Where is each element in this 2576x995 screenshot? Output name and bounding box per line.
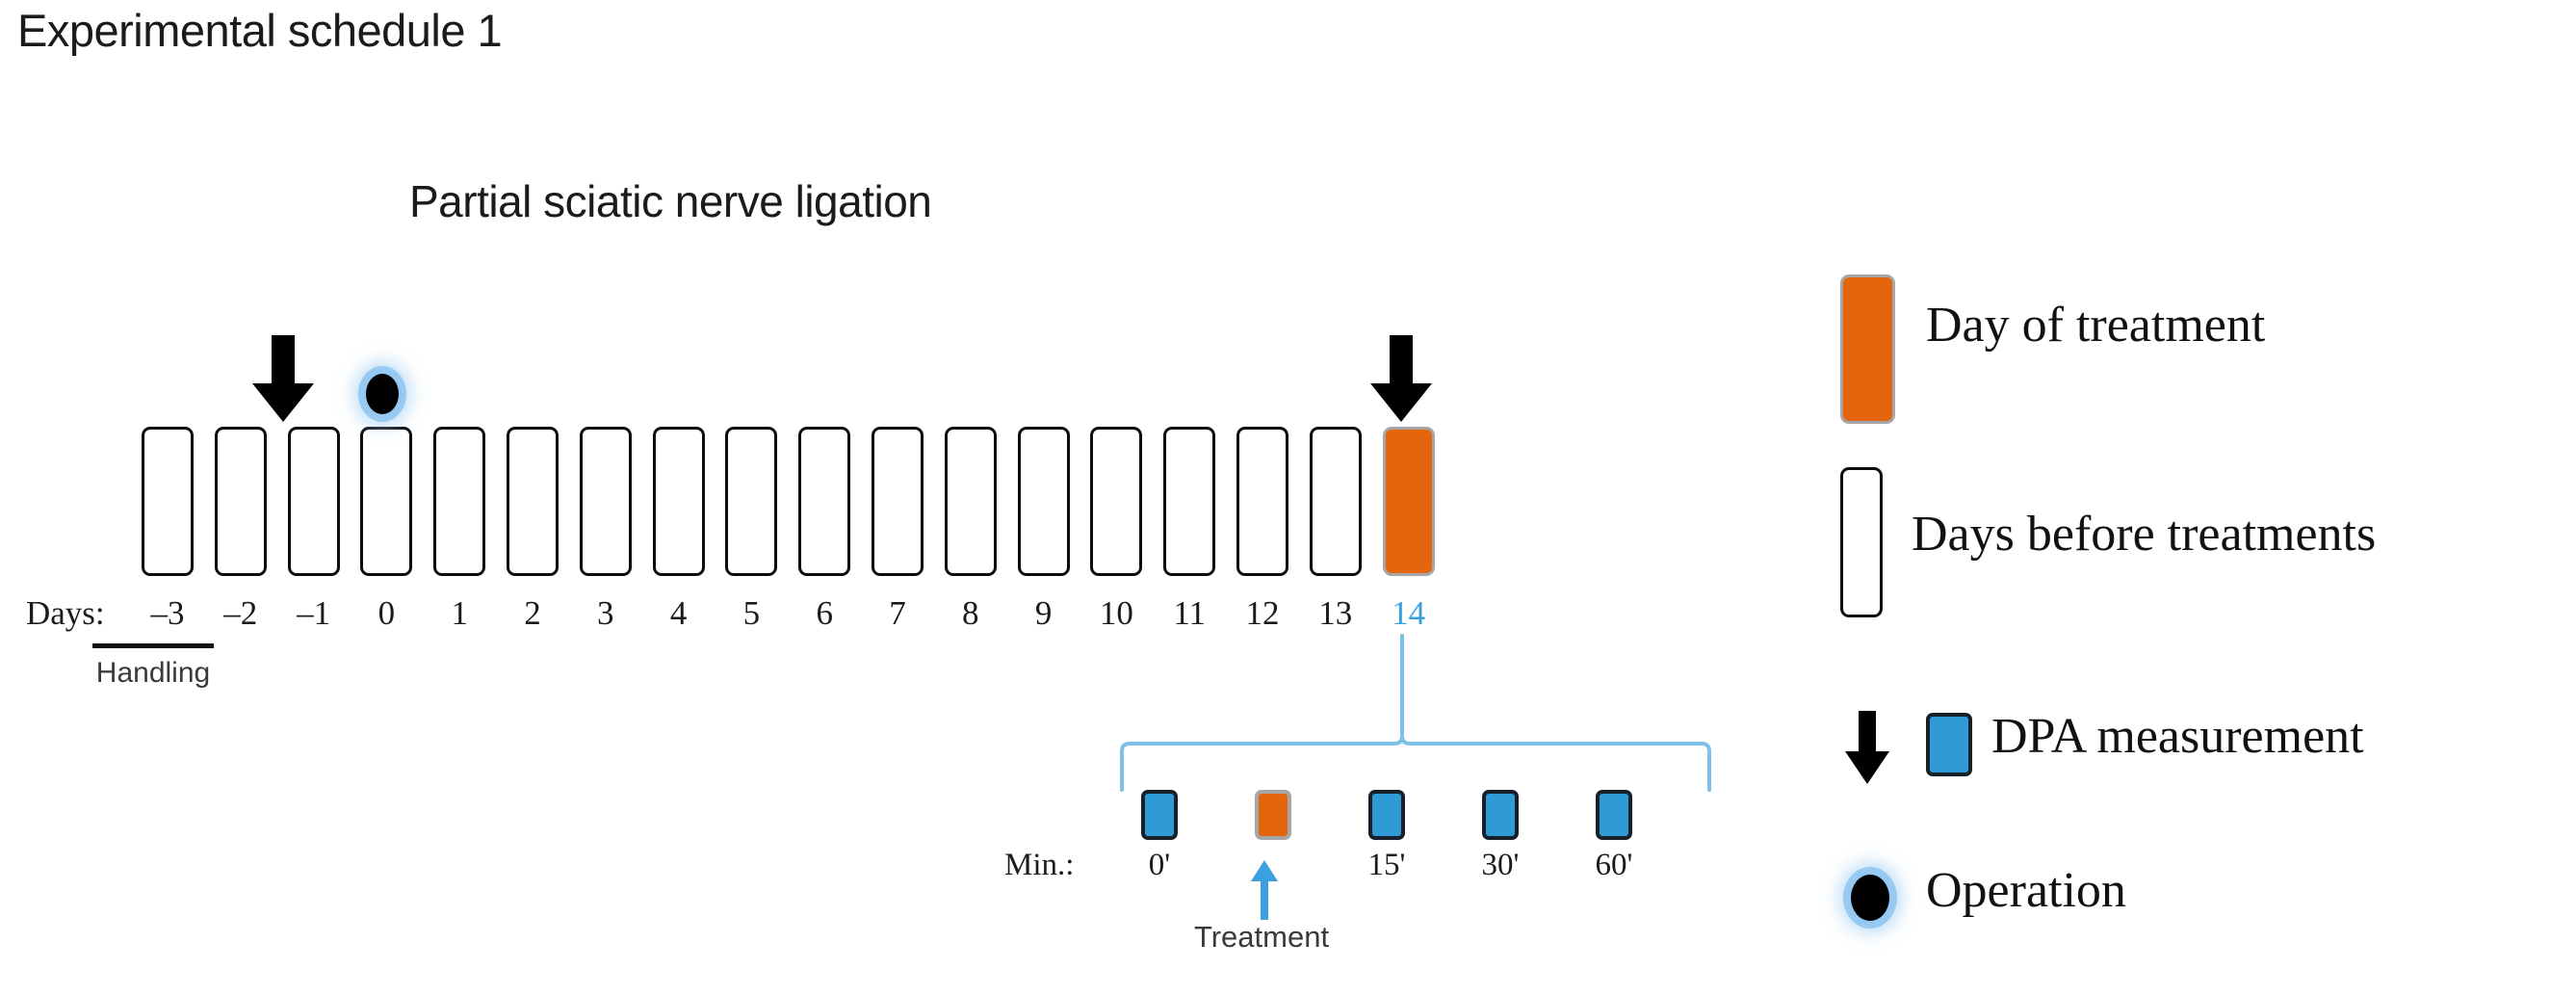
day-label: 4 bbox=[669, 594, 688, 632]
day-box bbox=[944, 427, 997, 576]
day-label: 5 bbox=[742, 594, 761, 632]
day-box bbox=[287, 427, 340, 576]
legend-label-day-of-treatment: Day of treatment bbox=[1926, 298, 2266, 353]
day-label: 8 bbox=[962, 594, 979, 632]
legend-swatch-days-before-treatments bbox=[1840, 467, 1883, 617]
day-box bbox=[652, 427, 705, 576]
minute-label: 60' bbox=[1595, 848, 1633, 882]
day-label: 1 bbox=[451, 594, 468, 632]
day-box bbox=[433, 427, 486, 576]
day-box bbox=[579, 427, 632, 576]
day-label: 10 bbox=[1099, 594, 1133, 632]
day-label: 3 bbox=[597, 594, 614, 632]
day-label: 11 bbox=[1173, 594, 1207, 632]
day-label: 14 bbox=[1392, 594, 1426, 632]
minutes-caption: Min.: bbox=[1004, 848, 1075, 882]
page-title: Experimental schedule 1 bbox=[17, 5, 503, 56]
legend-dot-operation bbox=[1851, 875, 1889, 921]
day-label: 2 bbox=[524, 594, 541, 632]
treatment-up-arrow bbox=[1249, 860, 1280, 920]
day-label: 7 bbox=[889, 594, 906, 632]
figure-subtitle: Partial sciatic nerve ligation bbox=[409, 176, 932, 226]
minute-box-dpa bbox=[1368, 790, 1405, 840]
minute-box-dpa bbox=[1141, 790, 1178, 840]
minute-label: 30' bbox=[1481, 848, 1520, 882]
legend-label-operation: Operation bbox=[1926, 863, 2126, 918]
day-label: 13 bbox=[1318, 594, 1353, 632]
day-box bbox=[1090, 427, 1143, 576]
days-caption: Days: bbox=[26, 594, 105, 632]
legend-swatch-dpa-measurement bbox=[1926, 713, 1972, 776]
minute-box-dpa bbox=[1482, 790, 1519, 840]
dpa-arrow-day-14 bbox=[1366, 335, 1436, 424]
day14-to-minutes-bracket bbox=[1117, 634, 1714, 792]
dpa-arrow-day-minus1 bbox=[248, 335, 318, 424]
day-box bbox=[214, 427, 267, 576]
day-label: 6 bbox=[816, 594, 833, 632]
day-label: 0 bbox=[377, 594, 396, 632]
legend-arrow-icon bbox=[1842, 711, 1892, 786]
day-box bbox=[872, 427, 924, 576]
legend-label-dpa-measurement: DPA measurement bbox=[1991, 709, 2364, 764]
treatment-label: Treatment bbox=[1193, 920, 1330, 954]
day-box bbox=[725, 427, 778, 576]
day-label: 12 bbox=[1245, 594, 1280, 632]
day-box-treatment bbox=[1382, 427, 1435, 576]
day-label: –1 bbox=[297, 594, 331, 632]
day-box bbox=[1236, 427, 1288, 576]
minute-box-treatment bbox=[1255, 790, 1291, 840]
day-label: –3 bbox=[150, 594, 185, 632]
day-box bbox=[507, 427, 559, 576]
legend-swatch-day-of-treatment bbox=[1840, 275, 1895, 424]
handling-label: Handling bbox=[95, 657, 211, 689]
day-label: 9 bbox=[1034, 594, 1053, 632]
operation-dot-day-0 bbox=[366, 374, 399, 414]
day-box bbox=[798, 427, 851, 576]
minute-label: 0' bbox=[1148, 848, 1171, 882]
minute-box-dpa bbox=[1596, 790, 1632, 840]
day-label: –2 bbox=[223, 594, 258, 632]
handling-underline bbox=[92, 643, 214, 648]
day-box bbox=[1309, 427, 1362, 576]
minute-label: 15' bbox=[1367, 848, 1406, 882]
day-box bbox=[360, 427, 413, 576]
legend-label-days-before-treatments: Days before treatments bbox=[1912, 507, 2377, 562]
day-box bbox=[142, 427, 194, 576]
day-box bbox=[1163, 427, 1216, 576]
day-box bbox=[1017, 427, 1070, 576]
